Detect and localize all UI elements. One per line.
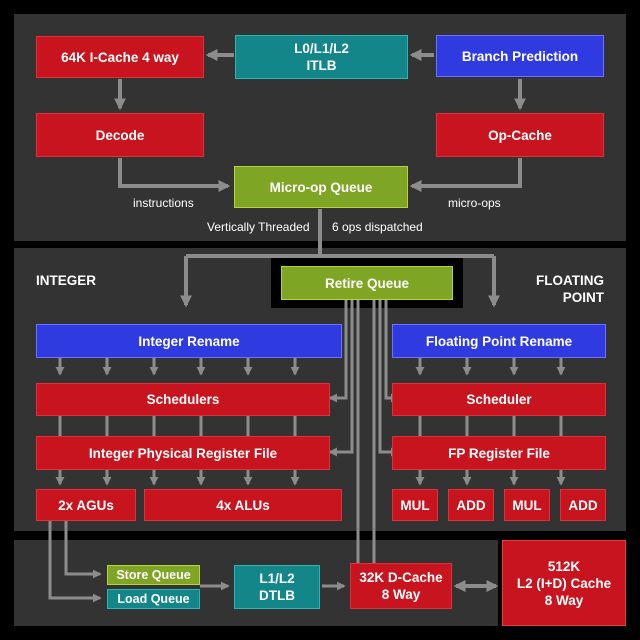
- micro-ops-label: micro-ops: [448, 196, 501, 210]
- l2-line2: L2 (I+D) Cache: [516, 575, 612, 591]
- dtlb-line2: DTLB: [259, 588, 295, 603]
- fp-unit-mul-2: MUL: [504, 489, 550, 521]
- floating-line2: POINT: [562, 290, 604, 305]
- itlb-line1: L0/L1/L2: [294, 41, 349, 56]
- int-register-file-block: Integer Physical Register File: [36, 436, 330, 470]
- decode-block: Decode: [36, 113, 204, 157]
- op-cache-block: Op-Cache: [436, 113, 604, 157]
- schedulers-block: Schedulers: [36, 383, 330, 416]
- retire-queue-block: Retire Queue: [281, 266, 453, 300]
- ops-dispatched-label: 6 ops dispatched: [332, 220, 423, 234]
- fp-register-file-block: FP Register File: [392, 436, 606, 470]
- fp-unit-add-2: ADD: [560, 489, 606, 521]
- floating-point-section-label: FLOATING POINT: [536, 272, 604, 306]
- load-queue-block: Load Queue: [107, 589, 200, 609]
- micro-op-queue-block: Micro-op Queue: [234, 166, 408, 208]
- l2-line1: 512K: [547, 558, 581, 574]
- alus-block: 4x ALUs: [144, 489, 342, 521]
- dcache-block: 32K D-Cache 8 Way: [350, 563, 452, 609]
- dcache-line1: 32K D-Cache: [359, 570, 443, 585]
- floating-line1: FLOATING: [536, 273, 604, 288]
- integer-section-label: INTEGER: [36, 273, 97, 288]
- l2-cache-block: 512K L2 (I+D) Cache 8 Way: [502, 540, 626, 626]
- dtlb-block: L1/L2 DTLB: [234, 565, 320, 609]
- branch-prediction-block: Branch Prediction: [436, 35, 604, 77]
- fp-rename-block: Floating Point Rename: [392, 324, 606, 358]
- fp-unit-mul-1: MUL: [392, 489, 438, 521]
- store-queue-block: Store Queue: [107, 565, 200, 585]
- l2-line3: 8 Way: [544, 592, 584, 608]
- icache-block: 64K I-Cache 4 way: [36, 36, 204, 78]
- fp-scheduler-block: Scheduler: [392, 383, 606, 416]
- fp-unit-add-1: ADD: [448, 489, 494, 521]
- itlb-line2: ITLB: [306, 58, 337, 73]
- agus-block: 2x AGUs: [36, 489, 136, 521]
- vertically-threaded-label: Vertically Threaded: [207, 220, 310, 234]
- instructions-label: instructions: [133, 196, 194, 210]
- integer-rename-block: Integer Rename: [36, 324, 342, 358]
- dcache-line2: 8 Way: [381, 587, 421, 602]
- itlb-block: L0/L1/L2 ITLB: [235, 35, 408, 79]
- dtlb-line1: L1/L2: [259, 571, 295, 586]
